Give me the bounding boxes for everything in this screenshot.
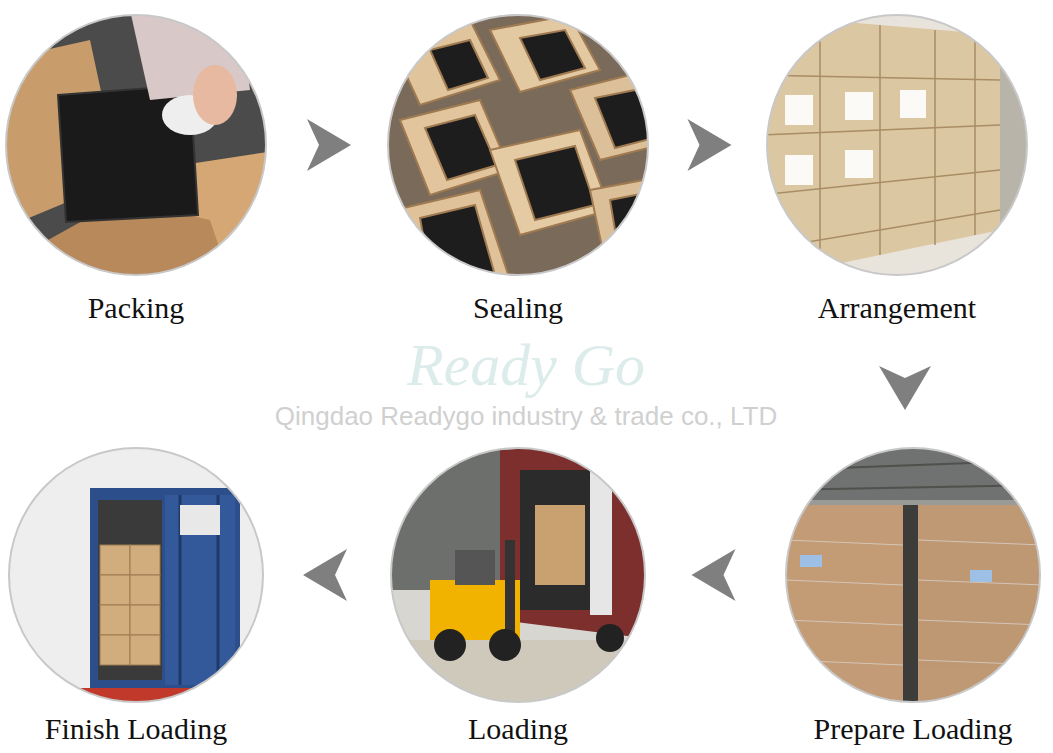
step-caption: Arrangement: [818, 291, 976, 324]
step-caption: Packing: [88, 291, 185, 324]
finish-loading-photo: [5, 440, 275, 713]
process-step: Loading: [391, 448, 645, 745]
chevron-head: [307, 119, 351, 171]
watermark: Qingdao Readygo industry & trade co., LT…: [275, 402, 777, 431]
chevron-head: [692, 549, 736, 601]
chevron-head: [688, 119, 732, 171]
loading-photo: [385, 440, 660, 710]
photo-space: [913, 448, 914, 712]
process-step: Finish Loading: [9, 448, 263, 745]
step-caption: Prepare Loading: [813, 712, 1012, 745]
process-step: Packing: [6, 15, 266, 324]
flow-arrow: [688, 119, 732, 171]
chevron-head: [879, 366, 931, 410]
sealing-photo: [380, 10, 680, 290]
photo-space: [136, 15, 137, 291]
step-caption: Loading: [468, 712, 568, 745]
photo-space: [518, 15, 519, 291]
step-caption: Finish Loading: [45, 712, 228, 745]
watermark: Ready Go: [407, 332, 645, 398]
process-step: Arrangement: [767, 15, 1027, 324]
flow-arrow: [307, 119, 351, 171]
photo-space: [136, 448, 137, 712]
flow-arrow: [303, 549, 347, 601]
flow-arrow: [692, 549, 736, 601]
prepare-loading-photo: [780, 440, 1050, 710]
step-caption: Sealing: [473, 291, 563, 324]
process-step: Sealing: [388, 15, 648, 324]
process-step: Prepare Loading: [786, 448, 1040, 745]
chevron-head: [303, 549, 347, 601]
packing-photo: [0, 10, 280, 280]
photo-space: [518, 448, 519, 712]
arrangement-photo: [760, 10, 1040, 280]
flow-arrow: [879, 366, 931, 410]
photo-space: [897, 15, 898, 291]
